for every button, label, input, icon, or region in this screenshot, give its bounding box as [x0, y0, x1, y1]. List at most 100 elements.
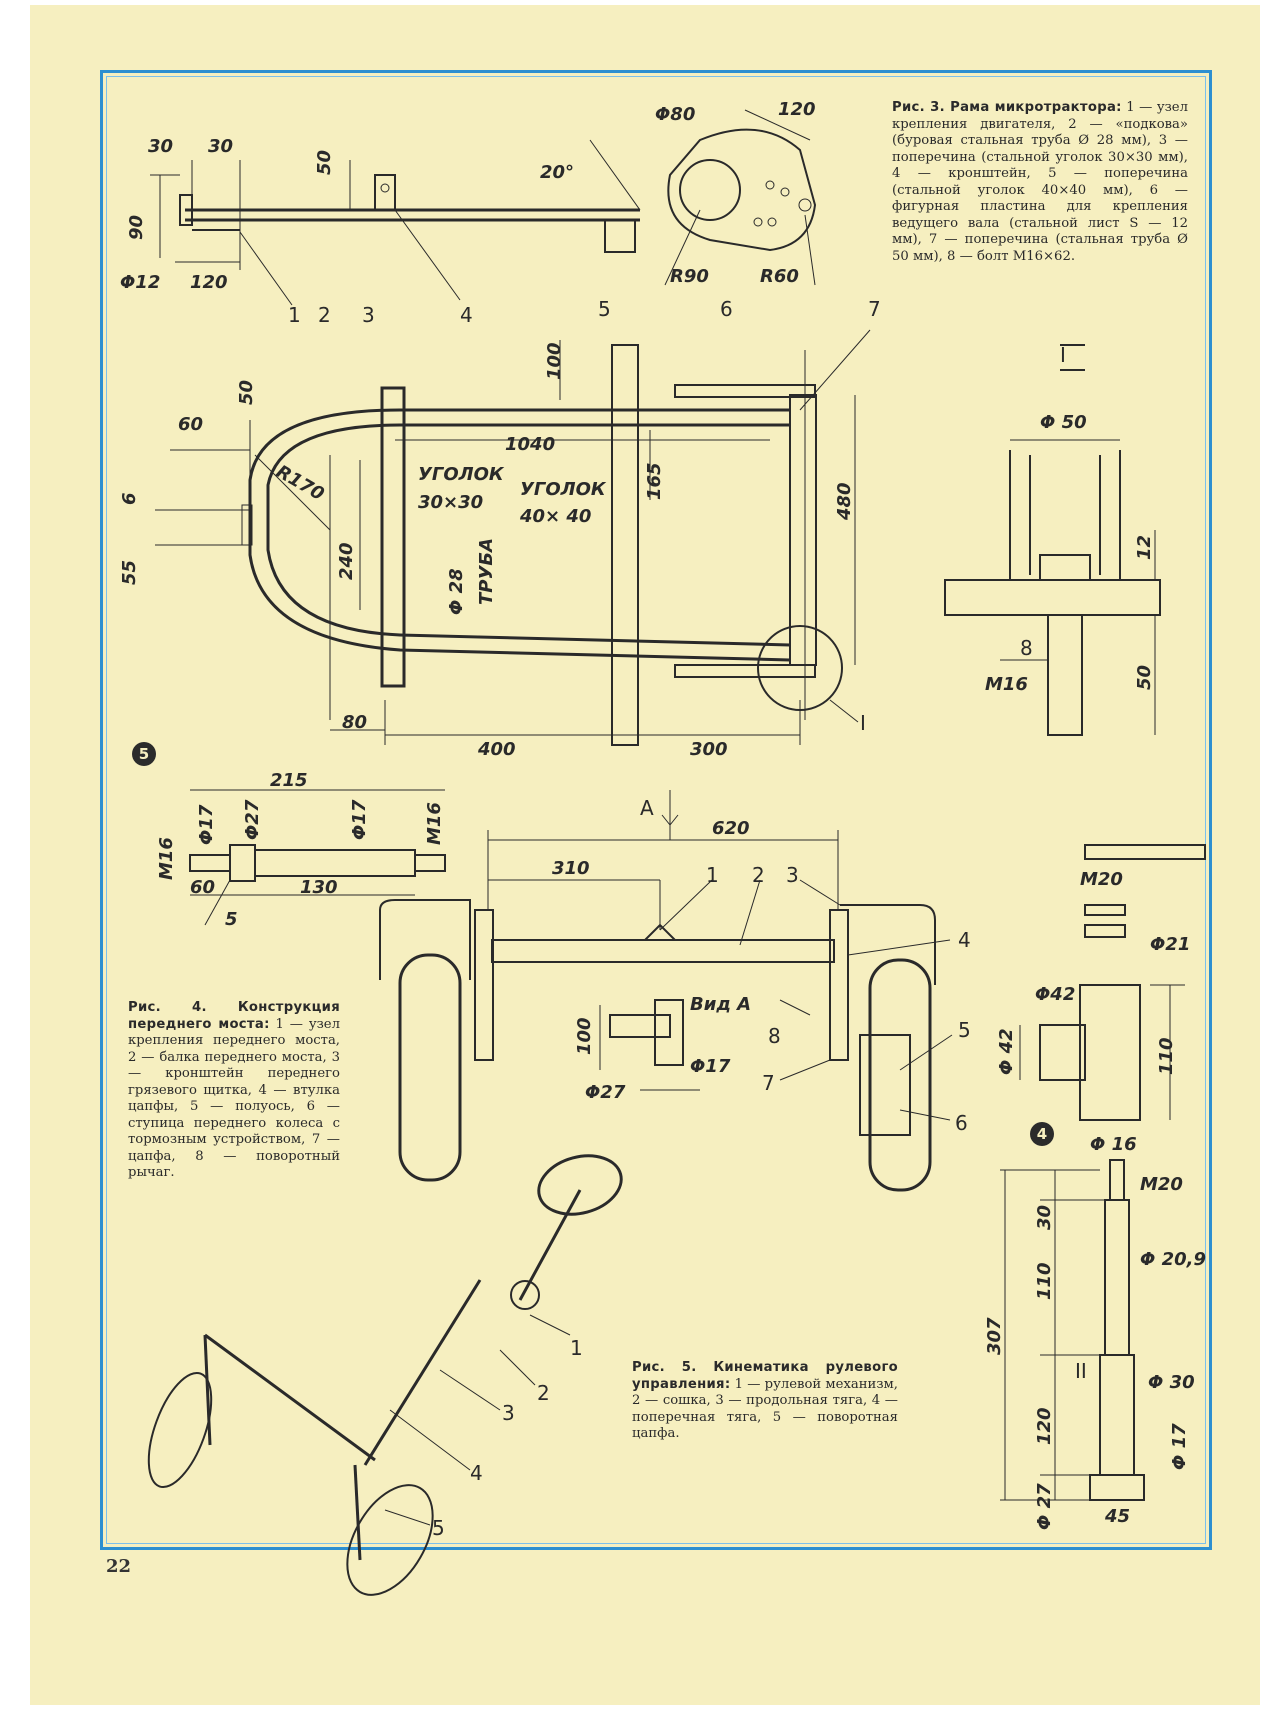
illustration-frame: [100, 70, 1212, 1550]
fig4-l8-label: 8: [768, 1024, 781, 1048]
fig3-top-d30a-label: 30: [148, 136, 173, 157]
fig3-caption-title: Рис. 3. Рама микротрактора:: [892, 100, 1122, 115]
fig3-plan-d165-label: 165: [644, 462, 665, 500]
fig5-caption-title: Рис. 5. Кинематика рулевого управления:: [632, 1360, 898, 1392]
fig4-phi17-label: Φ17: [690, 1056, 731, 1077]
sleeve-phi21-label: Φ21: [1150, 934, 1190, 955]
fig3-plan-d60-label: 60: [178, 414, 203, 435]
fig3-top-l2-label: 2: [318, 303, 331, 327]
axle-phi17b-label: Φ17: [349, 799, 370, 840]
fig3-top-l5-label: 5: [598, 297, 611, 321]
axle-phi17a-label: Φ17: [196, 804, 217, 845]
fig4-l6-label: 6: [955, 1111, 968, 1135]
fig3-plan-d50-label: 50: [236, 380, 257, 405]
fig3-top-d50-label: 50: [314, 150, 335, 175]
fig3-top-d120-label: 120: [190, 272, 228, 293]
sleeve-dims: M20 Φ21 Φ42 Φ 42 110: [996, 869, 1190, 1075]
fig3-plan-r170-label: R170: [273, 461, 328, 505]
fig3-caption: Рис. 3. Рама микротрактора: 1 — узел кре…: [892, 100, 1188, 265]
fig3-plan-d240-label: 240: [336, 542, 357, 580]
fig5-l4-label: 4: [470, 1461, 483, 1485]
detail-I-m16-label: M16: [985, 674, 1028, 695]
fig3-plan-dims: 100 50 60 R170 1040 6 55 165 480 240 Φ 2…: [119, 342, 866, 760]
fig3-plan-d480-label: 480: [834, 482, 855, 521]
fig5-callouts: 1 2 3 4 5: [432, 1336, 583, 1540]
pin-d120-label: 120: [1034, 1407, 1055, 1445]
steering-linkage: [147, 1154, 623, 1596]
fig4-caption: Рис. 4. Конструкция переднего моста: 1 —…: [128, 1000, 340, 1182]
pin-phi17-label: Φ 17: [1169, 1423, 1190, 1470]
pin-dims: Φ 16 M20 30 Φ 20,9 110 307 II Φ 30 120 Φ…: [984, 1134, 1206, 1530]
fig4-l5-label: 5: [958, 1018, 971, 1042]
fig3-top-d120b-label: 120: [778, 99, 816, 120]
fig4-l1-label: 1: [706, 863, 719, 887]
fig4-l7-label: 7: [762, 1071, 775, 1095]
fig3-plan-d400-label: 400: [477, 739, 516, 760]
pin-d30-label: 30: [1034, 1205, 1055, 1230]
fig3-top-l6-label: 6: [720, 297, 733, 321]
pin-mark-label: II: [1075, 1359, 1087, 1383]
fig5-caption: Рис. 5. Кинематика рулевого управления: …: [632, 1360, 898, 1443]
fig4-arrow-label: A: [640, 796, 654, 820]
fig4-phi27-label: Φ27: [585, 1082, 626, 1103]
fig3-plan-d300-label: 300: [690, 739, 728, 760]
fig3-top-d90-label: 90: [126, 215, 147, 240]
fig3-plan-d6-label: 6: [119, 492, 140, 505]
sleeve-d110-label: 110: [1156, 1037, 1177, 1075]
detail-I-d50-label: 50: [1134, 665, 1155, 690]
pin-d45-label: 45: [1104, 1506, 1130, 1527]
sleeve-m20-label: M20: [1080, 869, 1123, 890]
frame-plan-view: [155, 329, 871, 746]
fig3-plan-d80-label: 80: [342, 712, 367, 733]
fig4-d310-label: 310: [552, 858, 590, 879]
axle-d130-label: 130: [300, 877, 338, 898]
fig3-top-phi80-label: Φ80: [655, 104, 695, 125]
front-axle-view: [379, 790, 953, 1192]
fig4-d620-label: 620: [712, 818, 750, 839]
pin-detail: [1000, 1159, 1145, 1501]
axle-shaft: [189, 789, 446, 926]
sleeve-detail: [1019, 844, 1206, 1121]
detail-I-d12-label: 12: [1134, 535, 1155, 560]
fig4-l3-label: 3: [786, 863, 799, 887]
fig3-top-r60-label: R60: [760, 266, 799, 287]
pin-d110-label: 110: [1034, 1262, 1055, 1300]
frame-side-view: [150, 109, 817, 306]
fig3-callouts: 1 2 3 4 5 6 7: [288, 297, 881, 327]
fig3-plan-d1040-label: 1040: [505, 434, 555, 455]
detail-I-title-label: I: [1060, 343, 1066, 367]
pin-d307-label: 307: [984, 1317, 1005, 1355]
fig5-marker-badge: 5: [132, 742, 156, 766]
axle-d215-label: 215: [270, 770, 308, 791]
axle-dims: 215 M16 Φ17 Φ27 Φ17 M16 60 130 5: [156, 770, 445, 930]
fig5-l2-label: 2: [537, 1381, 550, 1405]
fig5-l5-label: 5: [432, 1516, 445, 1540]
fig3-caption-text: 1 — узел крепления двигателя, 2 — «подко…: [892, 100, 1188, 264]
sleeve-phi42b-label: Φ 42: [996, 1028, 1017, 1075]
fig4-vid-label: Вид А: [690, 994, 751, 1015]
fig4-marker-badge: 4: [1030, 1122, 1054, 1146]
sleeve-phi42a-label: Φ42: [1035, 984, 1075, 1005]
fig3-plan-mark1-label: I: [860, 711, 866, 735]
fig3-top-r90-label: R90: [670, 266, 709, 287]
fig4-caption-text: 1 — узел крепления переднего моста, 2 — …: [128, 1016, 340, 1181]
pin-phi16-label: Φ 16: [1090, 1134, 1137, 1155]
pin-m20-label: M20: [1140, 1174, 1183, 1195]
pin-phi209-label: Φ 20,9: [1140, 1249, 1206, 1270]
page-number: 22: [106, 1556, 132, 1577]
fig4-caption-title: Рис. 4. Конструкция переднего моста:: [128, 1000, 340, 1032]
fig3-plan-d100-label: 100: [544, 342, 565, 380]
fig3-top-angle-label: 20°: [540, 162, 574, 183]
front-axle-dims: A 620 310 1 2 3 4 5 6 7 8 Вид А 100 Φ17 …: [552, 796, 971, 1135]
axle-phi27-label: Φ27: [242, 799, 263, 840]
fig4-d100-label: 100: [574, 1017, 595, 1055]
fig3-top-l4-label: 4: [460, 303, 473, 327]
fig5-l1-label: 1: [570, 1336, 583, 1360]
fig3-top-phi12-label: Φ12: [120, 272, 160, 293]
fig3-plan-ugolok2-label: УГОЛОК: [520, 479, 607, 500]
axle-l5-label: 5: [225, 909, 238, 930]
detail-I-l8-label: 8: [1020, 636, 1033, 660]
pin-phi30-label: Φ 30: [1148, 1372, 1195, 1393]
fig4-l4-label: 4: [958, 928, 971, 952]
